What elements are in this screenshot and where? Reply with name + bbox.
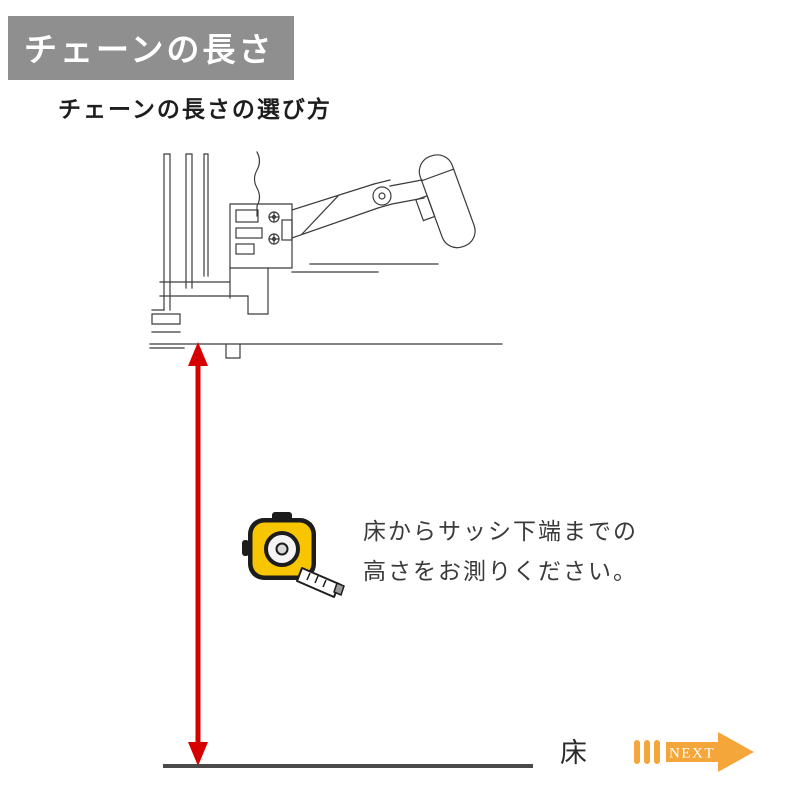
- tape-marks: [306, 572, 327, 588]
- instruction-text: 床からサッシ下端までの 高さをお測りください。: [363, 512, 638, 592]
- tape-measure-icon: [242, 512, 345, 598]
- instruction-line-1: 床からサッシ下端までの: [363, 519, 638, 545]
- title-badge: チェーンの長さ: [8, 16, 295, 80]
- window-sash-diagram: [149, 151, 503, 359]
- frame-lines: [163, 153, 209, 311]
- floor-label: 床: [560, 738, 588, 769]
- next-arrow-icon: [666, 732, 754, 772]
- bracket-box: [229, 203, 293, 269]
- next-speed-bar-1: [634, 740, 640, 764]
- floor-line: [163, 764, 533, 768]
- next-speed-bar-2: [644, 740, 650, 764]
- tilt-arm: [291, 183, 379, 239]
- next-label: NEXT: [669, 746, 715, 762]
- tape-hub: [275, 542, 289, 556]
- tape-button: [242, 540, 249, 556]
- next-speed-bar-3: [654, 740, 660, 764]
- measure-arrow-icon: [188, 342, 208, 766]
- chain-drum: [415, 154, 476, 249]
- measure-arrow-head-top: [188, 342, 208, 366]
- page-title: チェーンの長さ: [24, 30, 275, 69]
- sash-bottom: [151, 267, 269, 333]
- measure-arrow-head-bottom: [188, 742, 208, 766]
- subtitle: チェーンの長さの選び方: [58, 97, 332, 123]
- fabric-wave: [253, 151, 261, 217]
- next-button[interactable]: NEXT: [634, 729, 756, 775]
- sill-line: [149, 343, 503, 359]
- tape-hook: [333, 581, 345, 597]
- instruction-line-2: 高さをお測りください。: [363, 559, 638, 585]
- tape-strip: [296, 567, 340, 598]
